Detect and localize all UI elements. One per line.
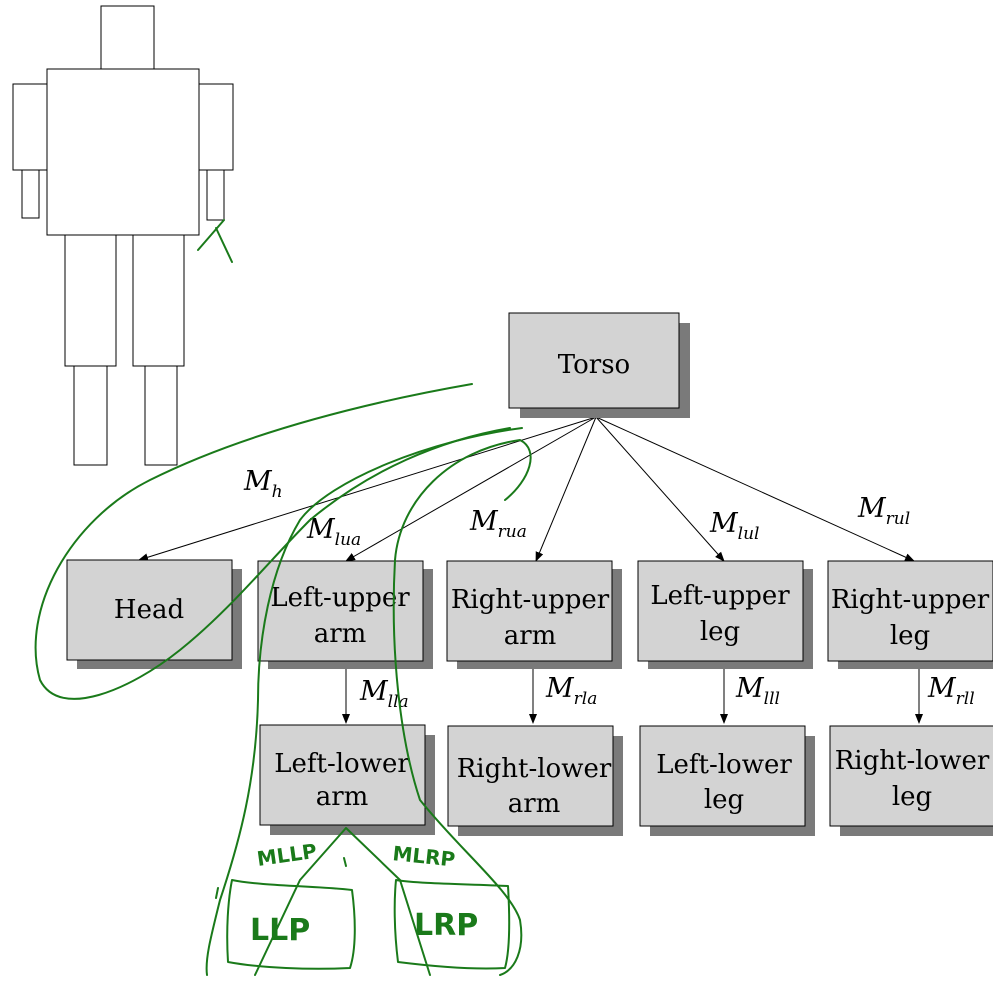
node-box	[508, 312, 680, 409]
robot-right-upper-arm	[198, 83, 234, 171]
hand-label-mllp: MLLP	[255, 839, 318, 871]
node-label-line2: arm	[504, 621, 557, 651]
hand-tick-2	[343, 857, 347, 867]
node-head: Head	[66, 559, 242, 669]
node-label: Head	[114, 595, 184, 625]
node-right-lower-arm: Right-lower arm	[447, 725, 623, 836]
node-left-upper-leg: Left-upper leg	[637, 560, 813, 669]
nodes: Torso Head Left-upper arm Right-upper ar…	[66, 312, 993, 836]
node-box	[66, 559, 233, 661]
edge-label-right-lower-arm: Mrla	[545, 673, 597, 709]
edge-torso-left-upper-leg	[595, 416, 725, 562]
handwritten-labels: MLLP MLRP LLP LRP	[250, 839, 478, 948]
robot-figure	[12, 5, 234, 466]
node-label-line1: Left-upper	[270, 583, 410, 613]
edge-label-right-upper-leg: Mrul	[857, 493, 910, 529]
node-box	[639, 725, 806, 827]
edge-label-head: Mh	[243, 466, 283, 502]
node-right-upper-arm: Right-upper arm	[446, 560, 622, 669]
node-box	[447, 725, 614, 827]
robot-left-upper-leg	[64, 234, 117, 367]
edge-torso-right-upper-arm	[535, 416, 597, 562]
node-label-line1: Left-lower	[656, 750, 792, 780]
hand-box-llp	[226, 879, 356, 970]
edge-label-right-upper-arm: Mrua	[469, 506, 527, 542]
hand-loop-around-head	[34, 383, 511, 700]
node-right-lower-leg: Right-lower leg	[829, 725, 993, 836]
node-label-line2: leg	[704, 785, 744, 815]
node-box	[827, 560, 993, 662]
robot-right-upper-leg	[132, 234, 185, 367]
hand-tick	[215, 887, 219, 899]
node-box	[446, 560, 613, 662]
hand-label-llp: LLP	[250, 913, 310, 948]
hand-label-lrp: LRP	[414, 908, 478, 943]
hand-loop-left-branch	[205, 427, 523, 976]
robot-left-lower-arm	[21, 169, 40, 219]
node-left-upper-arm: Left-upper arm	[257, 560, 433, 669]
node-label-line1: Right-upper	[451, 585, 610, 615]
node-label-line2: arm	[314, 619, 367, 649]
robot-left-lower-leg	[73, 365, 108, 466]
node-label-line2: leg	[700, 617, 740, 647]
robot-left-upper-arm	[12, 83, 48, 171]
edge-label-left-upper-leg: Mlul	[709, 508, 759, 544]
edge-torso-left-upper-arm	[345, 416, 597, 562]
edge-label-right-lower-leg: Mrll	[927, 673, 975, 709]
node-label-line2: leg	[892, 782, 932, 812]
node-box	[829, 725, 993, 827]
node-label-line1: Right-upper	[831, 585, 990, 615]
robot-torso	[46, 68, 200, 236]
hand-box-lrp	[393, 879, 511, 970]
hand-loop-right-branch	[392, 439, 532, 976]
edge-torso-right-upper-leg	[595, 416, 915, 562]
node-label-line1: Right-lower	[457, 754, 612, 784]
edge-label-left-lower-leg: Mlll	[735, 673, 780, 709]
node-label-line1: Left-lower	[274, 749, 410, 779]
node-box	[259, 724, 426, 826]
node-label-line1: Left-upper	[650, 581, 790, 611]
node-right-upper-leg: Right-upper leg	[827, 560, 993, 669]
node-torso: Torso	[508, 312, 690, 418]
node-label-line2: arm	[316, 782, 369, 812]
edge-torso-head	[138, 416, 597, 562]
hand-label-mlrp: MLRP	[391, 841, 456, 871]
hand-mark-near-robot	[197, 219, 233, 263]
node-label: Torso	[558, 350, 630, 380]
handwritten-annotations	[34, 219, 532, 976]
node-left-lower-leg: Left-lower leg	[639, 725, 815, 836]
node-label-line2: leg	[890, 621, 930, 651]
node-box	[637, 560, 804, 662]
robot-right-lower-arm	[206, 169, 225, 221]
node-label-line1: Right-lower	[835, 746, 990, 776]
edge-label-left-upper-arm: Mlua	[306, 514, 361, 550]
robot-head	[100, 5, 155, 70]
robot-right-lower-leg	[144, 365, 178, 466]
node-left-lower-arm: Left-lower arm	[259, 724, 435, 835]
edge-label-left-lower-arm: Mlla	[359, 676, 409, 712]
node-label-line2: arm	[508, 789, 561, 819]
